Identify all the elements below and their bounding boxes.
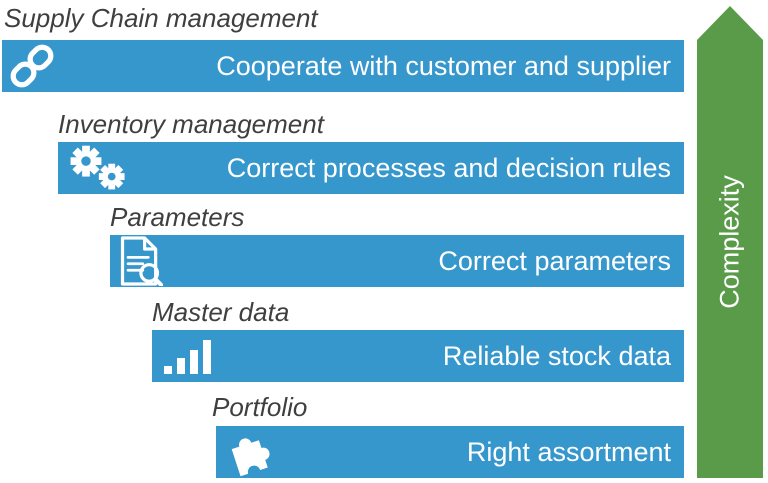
row-label-parameters: Parameters bbox=[110, 202, 245, 232]
row-label-master-data: Master data bbox=[152, 297, 290, 327]
row-label-inventory-management: Inventory management bbox=[58, 109, 324, 139]
bar-cooperate: Cooperate with customer and supplier bbox=[2, 40, 684, 92]
gears-icon bbox=[65, 144, 131, 192]
bar-assortment: Right assortment bbox=[216, 426, 684, 478]
bar-text: Cooperate with customer and supplier bbox=[216, 50, 671, 81]
bar-parameters: Correct parameters bbox=[110, 235, 684, 287]
bar-text: Correct processes and decision rules bbox=[226, 152, 671, 183]
bar-text: Reliable stock data bbox=[442, 340, 671, 371]
complexity-arrow: Complexity bbox=[697, 6, 763, 478]
bar-text: Right assortment bbox=[466, 436, 671, 467]
bar-text: Correct parameters bbox=[438, 245, 671, 276]
row-label-supply-chain-management: Supply Chain management bbox=[4, 3, 318, 33]
complexity-arrow-label: Complexity bbox=[714, 175, 745, 309]
bar-stock-data: Reliable stock data bbox=[152, 330, 684, 382]
document-search-icon bbox=[117, 236, 163, 286]
bar-processes: Correct processes and decision rules bbox=[58, 142, 684, 194]
row-label-portfolio: Portfolio bbox=[212, 392, 308, 422]
chain-link-icon bbox=[9, 43, 55, 89]
bar-chart-icon bbox=[164, 338, 212, 374]
puzzle-icon bbox=[223, 427, 281, 477]
